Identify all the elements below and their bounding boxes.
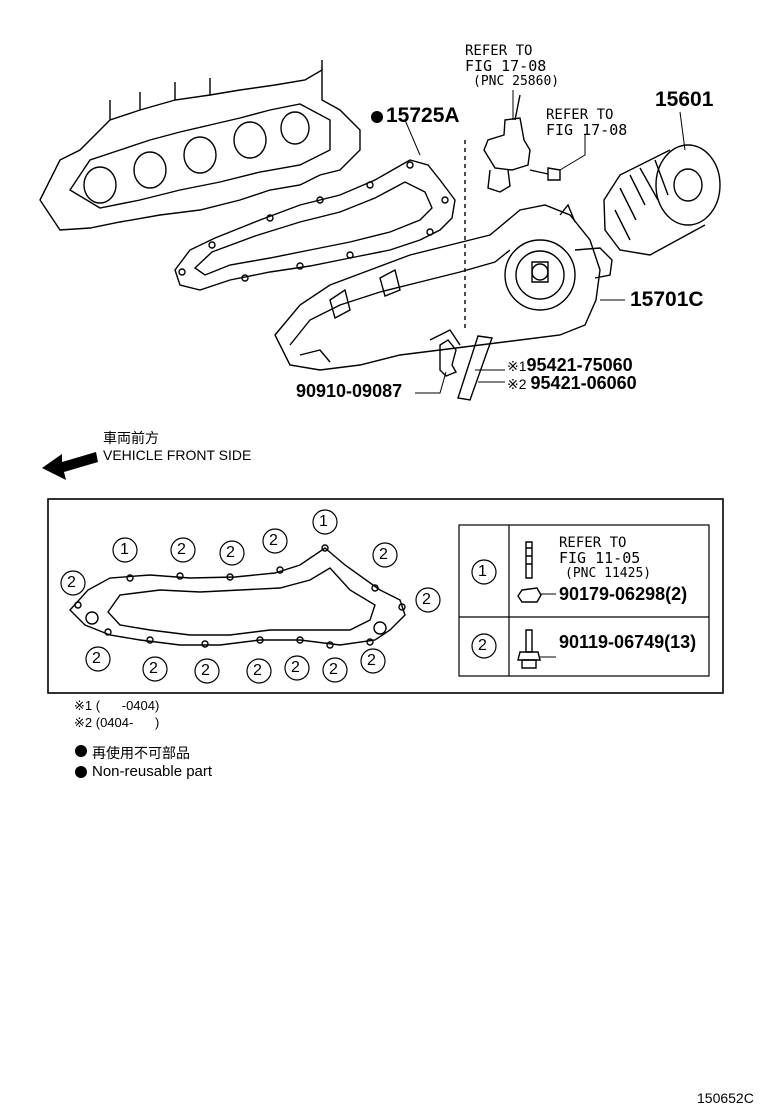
inset-gasket-drawing xyxy=(69,544,406,649)
circle-2-label: 2 xyxy=(67,574,76,591)
oil-filter-15601-drawing xyxy=(603,144,721,256)
ref-mark: ※2 xyxy=(507,376,527,392)
flange-bolt-icon xyxy=(517,629,541,669)
table-key-2: 2 xyxy=(478,637,487,654)
circle-markers xyxy=(60,509,497,684)
circle-2-label: 2 xyxy=(92,650,101,667)
refer-line: (PNC 11425) xyxy=(565,566,652,581)
refer-line: FIG 11-05 xyxy=(559,549,641,567)
figure-id: 150652C xyxy=(697,1090,754,1106)
circle-2-label: 2 xyxy=(149,660,158,677)
circle-2-label: 2 xyxy=(329,661,338,678)
vehicle-front-arrow-icon xyxy=(42,452,98,480)
note-1: ※1 ( -0404) xyxy=(74,698,159,714)
refer-line: FIG 17-08 xyxy=(465,57,547,75)
drain-plug-drawing xyxy=(439,339,458,377)
part-number-95421-06060: 95421-06060 xyxy=(530,373,637,393)
table-leaders xyxy=(540,593,556,658)
note-mark: ※2 xyxy=(74,715,93,730)
part-number-90910-09087: 90910-09087 xyxy=(296,381,403,401)
refer-callout-1: REFER TO FIG 17-08 (PNC 25860) xyxy=(465,43,560,90)
circle-2-label: 2 xyxy=(379,546,388,563)
circle-2-label: 2 xyxy=(201,662,210,679)
engine-block-drawing xyxy=(39,60,361,231)
circle-2-label: 2 xyxy=(291,659,300,676)
part-number-95421-75060: 95421-75060 xyxy=(526,355,633,375)
oil-cooler-15701c-drawing xyxy=(274,203,613,371)
refer-line: (PNC 25860) xyxy=(473,74,560,89)
gasket-15725a-drawing xyxy=(174,159,456,291)
legend-bullet-icon xyxy=(75,766,87,778)
part-number-15601: 15601 xyxy=(655,88,714,111)
circle-2-label: 2 xyxy=(226,544,235,561)
bolt-table xyxy=(458,524,710,677)
circle-2-label: 2 xyxy=(177,541,186,558)
circle-1-label: 1 xyxy=(319,513,328,530)
circle-2-label: 2 xyxy=(269,532,278,549)
circle-2-label: 2 xyxy=(422,591,431,608)
part-number-15701c: 15701C xyxy=(630,288,704,311)
refer-callout-2: REFER TO FIG 17-08 xyxy=(546,108,627,138)
legend-en: Non-reusable part xyxy=(92,763,213,780)
sensor-drawing xyxy=(464,94,531,330)
table-key-1: 1 xyxy=(478,563,487,580)
refer-line: REFER TO xyxy=(465,43,533,59)
note-mark: ※1 xyxy=(74,698,93,713)
note-2: ※2 (0404- ) xyxy=(74,715,159,731)
part-number-15725a: 15725A xyxy=(386,104,460,127)
circle-2-label: 2 xyxy=(367,652,376,669)
ref-mark: ※1 xyxy=(507,358,527,374)
refer-line: FIG 17-08 xyxy=(546,121,628,139)
inset-frame xyxy=(47,498,724,694)
non-reusable-bullet-icon xyxy=(371,111,383,123)
small-bolt-drawing xyxy=(529,167,561,181)
refer-line: REFER TO xyxy=(559,535,627,551)
part-number-90179-06298: 90179-06298(2) xyxy=(559,584,688,604)
note-text: ( -0404) xyxy=(95,698,160,713)
vehicle-front-jp: 車両前方 xyxy=(103,430,159,446)
vehicle-front-en: VEHICLE FRONT SIDE xyxy=(103,447,252,463)
note-text: (0404- ) xyxy=(95,715,160,730)
leader-lines xyxy=(404,90,686,394)
circle-2-label: 2 xyxy=(253,662,262,679)
refer-line: REFER TO xyxy=(546,107,614,123)
nut-icon xyxy=(517,587,542,603)
legend-bullet-icon xyxy=(75,745,87,757)
long-bolt-icon xyxy=(525,541,533,579)
part-number-90119-06749: 90119-06749(13) xyxy=(559,632,697,652)
part-row-95421-a: ※195421-75060 xyxy=(507,355,633,376)
circle-1-label: 1 xyxy=(120,541,129,558)
pipe-95421-drawing xyxy=(457,335,493,401)
legend-jp: 再使用不可部品 xyxy=(92,745,190,761)
table-refer: REFER TO FIG 11-05 (PNC 11425) xyxy=(559,535,652,582)
